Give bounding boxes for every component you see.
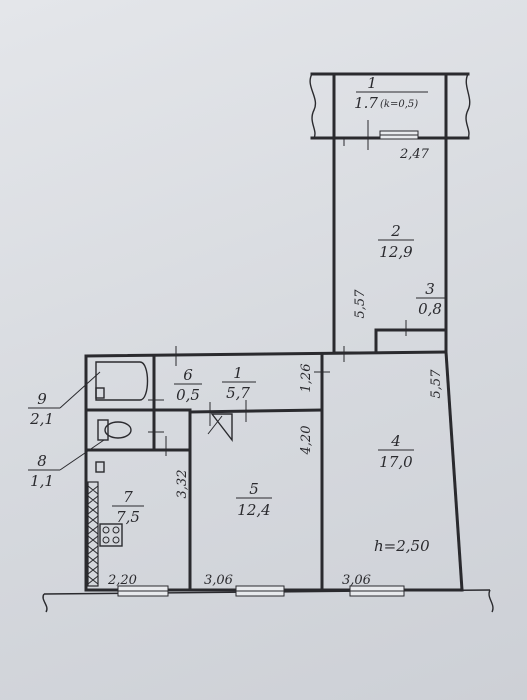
- room-number: 1: [233, 364, 243, 382]
- dim-hall-width: 1,26: [299, 364, 314, 393]
- balcony: [309, 72, 471, 150]
- room-number: 4: [390, 432, 401, 450]
- room-area: 0,8: [418, 300, 442, 318]
- dim-room4-width: 3,06: [342, 573, 371, 588]
- room5-top-wall: [188, 408, 324, 414]
- room-area: 2,1: [29, 410, 54, 428]
- stove-icon: [99, 523, 123, 547]
- leader-room9: [59, 371, 101, 409]
- room-label-hall: 1 5,7: [222, 364, 256, 402]
- room-area: 7,5: [116, 508, 140, 526]
- leader-room8: [59, 439, 105, 471]
- balcony-break-left: [309, 73, 317, 139]
- room-label-2: 2 12,9: [378, 222, 414, 261]
- stove-burner-4: [112, 536, 120, 544]
- radiator-hatch: [87, 485, 99, 585]
- dim-kitchen-width: 2,20: [107, 573, 137, 588]
- dim-room2-length: 5,57: [353, 289, 368, 319]
- room-number: 1: [367, 74, 377, 92]
- dim-balcony-width: 2,47: [399, 147, 430, 162]
- room-label-7: 7 7,5: [112, 488, 144, 526]
- base-break-left: [42, 593, 48, 613]
- bathtub-icon: [95, 361, 149, 401]
- room-label-3: 3 0,8: [416, 280, 446, 318]
- bath-fixtures: [95, 361, 149, 473]
- room-number: 3: [425, 280, 435, 298]
- room-number: 8: [37, 452, 47, 470]
- base-break-right: [488, 589, 494, 613]
- room-area: 12,4: [237, 501, 270, 519]
- interior-walls: [84, 320, 448, 592]
- room-area: 17,0: [379, 453, 413, 471]
- bottom-windows: [117, 585, 405, 597]
- toilet-tank-icon: [97, 419, 109, 441]
- room-label-5: 5 12,4: [236, 480, 272, 519]
- room-area: 0,5: [176, 386, 200, 404]
- stove-burner-3: [102, 536, 110, 544]
- hall-arrow: [210, 413, 233, 443]
- room-label-balcony: 1 1.7 (k=0,5): [354, 74, 428, 112]
- room-number: 5: [249, 480, 259, 498]
- room4-right-wall: [444, 350, 464, 592]
- room-number: 9: [37, 390, 47, 408]
- room-label-6: 6 0,5: [174, 366, 202, 404]
- room-label-9: 9 2,1: [28, 390, 60, 428]
- bath-sink-icon: [95, 387, 105, 399]
- room-area: 1,1: [30, 472, 54, 490]
- dim-room4-length: 5,57: [429, 369, 444, 399]
- corridor-top-wall: [84, 350, 448, 358]
- room-number: 7: [123, 488, 133, 506]
- stove-burner-1: [102, 526, 110, 534]
- toilet-bowl-icon: [104, 421, 132, 439]
- door-marks: [148, 346, 345, 456]
- balcony-break-right: [465, 73, 471, 139]
- kitchen-fixtures: [87, 481, 123, 587]
- room-number: 2: [390, 222, 401, 240]
- room-label-4: 4 17,0: [378, 432, 414, 471]
- dim-room5-width: 3,06: [204, 573, 233, 588]
- room-coefficient: (k=0,5): [380, 99, 418, 110]
- hall-arrow-line: [207, 415, 223, 435]
- room-area: 5,7: [226, 384, 250, 402]
- stove-burner-2: [112, 526, 120, 534]
- kitchen-sink-icon: [95, 461, 105, 473]
- room-label-8: 8 1,1: [28, 452, 60, 490]
- room-number: 6: [183, 366, 193, 384]
- room-area: 12,9: [379, 243, 413, 261]
- ceiling-height: h=2,50: [374, 537, 430, 555]
- room-area: 1.7: [354, 94, 378, 112]
- dim-kitchen-length: 3,32: [175, 470, 190, 499]
- dim-room5-length: 4,20: [299, 426, 314, 456]
